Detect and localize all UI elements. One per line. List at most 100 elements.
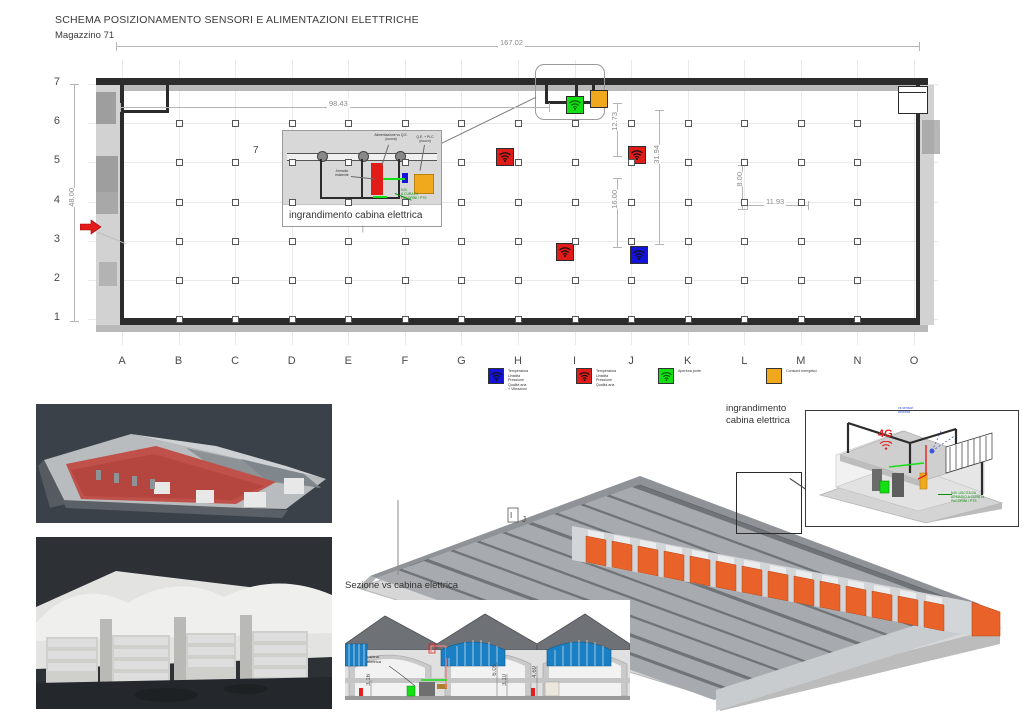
structural-column-tick — [854, 159, 862, 167]
dim-bay-width: 11.93 — [764, 197, 787, 206]
wifi-icon — [578, 371, 590, 381]
structural-column-tick — [797, 276, 805, 284]
dim-vert-total: 31.94 — [652, 145, 661, 164]
plan-column-label-d: D — [287, 355, 296, 367]
legend-label: Temperatura Umidità Pressione Qualità ar… — [508, 369, 529, 392]
dim-tick — [613, 247, 622, 248]
structural-column-tick — [684, 198, 692, 206]
structural-column-tick — [232, 159, 240, 167]
interior-pointcloud-image — [36, 537, 332, 709]
legend-label: Temperatura Umidità Pressione Qualità ar… — [596, 369, 617, 387]
dim-tick — [808, 201, 809, 210]
structural-column-tick — [288, 237, 296, 245]
structural-column-tick — [232, 120, 240, 128]
wifi-icon — [631, 150, 643, 160]
grid-line-row — [88, 240, 938, 242]
structural-column-tick — [515, 198, 522, 206]
sensor-legend: Temperatura Umidità Pressione Qualità ar… — [488, 366, 888, 400]
inset-box-orange — [414, 174, 434, 194]
plan-column-label-o: O — [909, 355, 919, 367]
wifi-icon — [633, 250, 645, 260]
dim-bay-height-line — [742, 165, 743, 210]
section-dim-4: 4.69 — [532, 666, 538, 678]
structural-column-tick — [288, 276, 296, 284]
plan-row-label-4: 4 — [53, 193, 60, 206]
structural-column-tick — [854, 237, 862, 245]
structural-column-tick — [401, 237, 409, 245]
structural-column-tick — [628, 198, 636, 206]
structural-column-tick — [345, 159, 353, 167]
structural-column-tick — [741, 120, 749, 128]
plan-column-label-c: C — [231, 355, 240, 367]
structural-column-tick — [232, 316, 240, 323]
structural-column-tick — [571, 276, 579, 284]
sensor-marker-green[interactable] — [566, 96, 584, 114]
plan-column-label-i: I — [573, 355, 577, 367]
dim-tick — [70, 321, 79, 322]
right-block-1 — [922, 120, 940, 154]
grid-line-col — [914, 60, 915, 345]
detail-source-box — [736, 472, 802, 534]
sensor-marker-red[interactable] — [556, 243, 574, 261]
structural-column-tick — [458, 159, 466, 167]
legend-swatch — [488, 368, 504, 384]
structural-column-tick — [345, 237, 353, 245]
structural-column-tick — [797, 237, 805, 245]
dim-tick — [116, 42, 117, 51]
structural-column-tick — [458, 237, 466, 245]
structural-column-tick — [345, 120, 353, 128]
inset-green-run-1 — [383, 178, 405, 180]
cabina-wall-left — [545, 78, 548, 104]
dim-tick — [549, 103, 550, 112]
structural-column-tick — [741, 276, 749, 284]
wall-right — [916, 78, 922, 325]
dim-tick — [613, 178, 622, 179]
dim-vert-total-line — [659, 110, 660, 245]
inset-label-qe: Q.E. + PLC (nuovo) — [416, 135, 434, 143]
structural-column-tick — [345, 276, 353, 284]
plan-row-label-7: 7 — [53, 76, 60, 88]
structural-column-tick — [232, 276, 240, 284]
sensor-marker-blue[interactable] — [630, 246, 648, 264]
structural-column-tick — [175, 276, 183, 284]
structural-column-tick — [854, 120, 862, 128]
structural-column-tick — [628, 316, 636, 323]
structural-column-tick — [628, 120, 636, 128]
dim-tick — [70, 84, 79, 85]
sensor-marker-orange[interactable] — [590, 90, 608, 108]
detail-note-wireless: vs sensori wireless — [898, 406, 914, 414]
dock-block-2 — [96, 156, 118, 192]
structural-column-tick — [401, 276, 409, 284]
structural-column-tick — [175, 120, 183, 128]
cabina-detail-3d — [805, 410, 1019, 527]
plan-column-label-k: K — [684, 355, 692, 367]
inset-green-run-2 — [373, 196, 387, 198]
inset-label-power: Alimentazione vs Q.E. (nuova) — [374, 133, 408, 141]
plan-column-label-b: B — [174, 355, 183, 367]
dock-block-3 — [96, 192, 118, 214]
plan-column-label-h: H — [514, 355, 522, 367]
inset-label-cabinet: Armadio esistente — [335, 169, 349, 177]
sensor-marker-red[interactable] — [496, 148, 514, 166]
page-title: SCHEMA POSIZIONAMENTO SENSORI E ALIMENTA… — [55, 14, 419, 26]
inset-node-3 — [395, 151, 406, 162]
dim-tick — [747, 201, 748, 210]
grid-line-row — [88, 123, 938, 125]
section-label-cabina: cabina elettrica — [367, 654, 382, 664]
dock-block-4 — [99, 262, 117, 286]
plan-row-label-3: 3 — [53, 232, 60, 245]
dim-tick — [655, 110, 664, 111]
structural-column-tick — [232, 237, 240, 245]
wifi-icon — [559, 247, 571, 257]
dim-tick — [655, 244, 664, 245]
grid-line-row — [88, 279, 938, 281]
svg-text:I: I — [510, 511, 512, 520]
structural-column-tick — [175, 237, 183, 245]
structural-column-tick — [571, 198, 579, 206]
grid-line-row — [88, 201, 938, 203]
structural-column-tick — [458, 276, 466, 284]
legend-label: Consumi energetici — [786, 369, 817, 373]
legend-item: Consumi energetici — [766, 368, 817, 384]
dim-vert-lower-line — [617, 178, 618, 248]
